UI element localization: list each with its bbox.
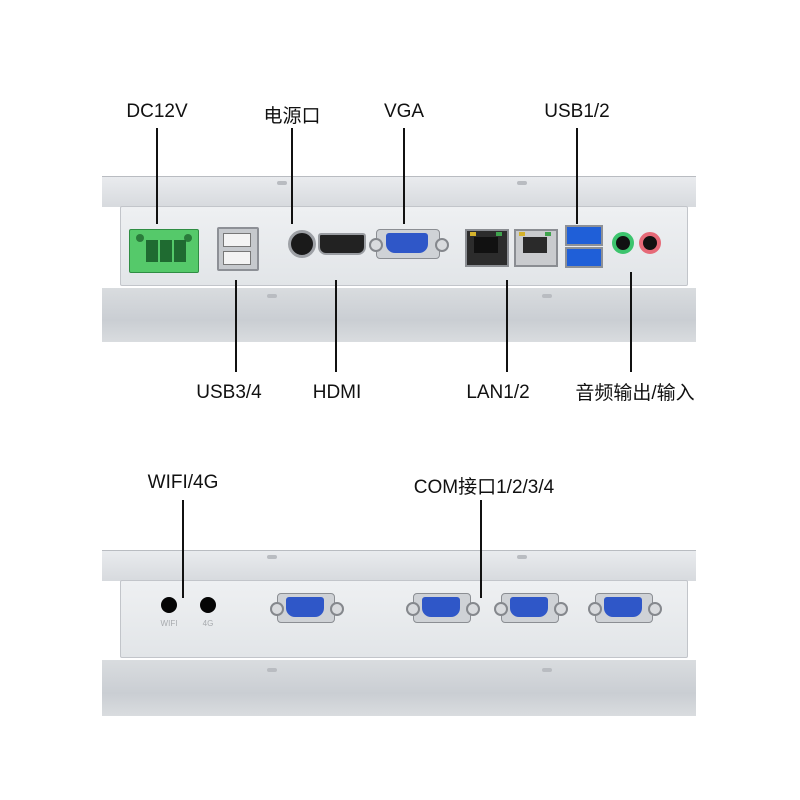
- pointer-line-audio: [630, 272, 632, 372]
- vent-slot: [267, 555, 277, 559]
- dsub-screw: [330, 602, 344, 616]
- top-bevel: [102, 176, 696, 207]
- dsub-screw: [554, 602, 568, 616]
- dc12v-terminal: [129, 229, 199, 273]
- dsub-screw: [588, 602, 602, 616]
- lan-led: [470, 232, 476, 236]
- com-connector-face: [422, 597, 460, 617]
- vga-port: [369, 229, 449, 259]
- dsub-screw: [406, 602, 420, 616]
- pointer-line-vga: [403, 128, 405, 224]
- com-connector-face: [510, 597, 548, 617]
- dsub-screw: [435, 238, 449, 252]
- com1-port: [270, 593, 344, 623]
- lan-led: [496, 232, 502, 236]
- audio-in-jack: [639, 232, 661, 254]
- lan2-port: [514, 229, 558, 267]
- label-vga: VGA: [383, 101, 425, 122]
- rj45-socket: [523, 237, 547, 253]
- label-wifi4g: WIFI/4G: [147, 472, 219, 493]
- dsub-screw: [369, 238, 383, 252]
- bottom-bevel: [102, 288, 696, 342]
- pointer-line-com: [480, 500, 482, 598]
- vent-slot: [542, 294, 552, 298]
- vent-slot: [542, 668, 552, 672]
- usb1-port: [565, 225, 603, 246]
- hdmi-port: [318, 233, 366, 255]
- com3-port: [494, 593, 568, 623]
- usb-slot: [223, 251, 251, 265]
- com4-port: [588, 593, 662, 623]
- com-connector-face: [604, 597, 642, 617]
- pointer-line-power: [291, 128, 293, 224]
- vent-slot: [517, 555, 527, 559]
- pointer-line-wifi4g: [182, 500, 184, 598]
- wifi-antenna-hole: [161, 597, 177, 613]
- pointer-line-dc12v: [156, 128, 158, 224]
- pointer-line-usb34: [235, 280, 237, 372]
- usb-slot: [223, 233, 251, 247]
- vent-slot: [517, 181, 527, 185]
- power-jack: [288, 230, 316, 258]
- audio-out-jack: [612, 232, 634, 254]
- top-bevel: [102, 550, 696, 581]
- label-hdmi: HDMI: [312, 382, 362, 403]
- label-dc12v: DC12V: [126, 101, 188, 122]
- com2-port: [406, 593, 480, 623]
- label-com: COM接口1/2/3/4: [413, 477, 555, 498]
- lan-led: [545, 232, 551, 236]
- label-lan12: LAN1/2: [466, 382, 530, 403]
- com-connector-face: [286, 597, 324, 617]
- terminal-pin: [146, 240, 158, 262]
- vent-slot: [267, 668, 277, 672]
- label-usb12: USB1/2: [544, 101, 610, 122]
- silkscreen-4g: 4G: [202, 619, 214, 628]
- dsub-screw: [270, 602, 284, 616]
- vent-slot: [267, 294, 277, 298]
- io-faceplate: WIFI 4G: [120, 580, 688, 658]
- terminal-screw: [184, 234, 192, 242]
- pointer-line-hdmi: [335, 280, 337, 372]
- silkscreen-wifi: WIFI: [160, 619, 178, 628]
- 4g-antenna-hole: [200, 597, 216, 613]
- usb34-port: [217, 227, 259, 271]
- bottom-bevel: [102, 660, 696, 716]
- terminal-screw: [136, 234, 144, 242]
- pointer-line-lan12: [506, 280, 508, 372]
- rj45-socket: [474, 237, 498, 253]
- dsub-screw: [648, 602, 662, 616]
- dsub-screw: [466, 602, 480, 616]
- pointer-line-usb12: [576, 128, 578, 224]
- terminal-pin: [160, 240, 172, 262]
- vent-slot: [277, 181, 287, 185]
- vga-connector-face: [386, 233, 428, 253]
- rear-io-panel-top: [102, 176, 696, 342]
- lan1-port: [465, 229, 509, 267]
- label-audio: 音频输出/输入: [575, 383, 695, 404]
- dsub-screw: [494, 602, 508, 616]
- label-power: 电源口: [263, 106, 321, 127]
- terminal-pin: [174, 240, 186, 262]
- rear-io-panel-bottom: WIFI 4G: [102, 550, 696, 716]
- label-usb34: USB3/4: [196, 382, 262, 403]
- lan-led: [519, 232, 525, 236]
- usb2-port: [565, 247, 603, 268]
